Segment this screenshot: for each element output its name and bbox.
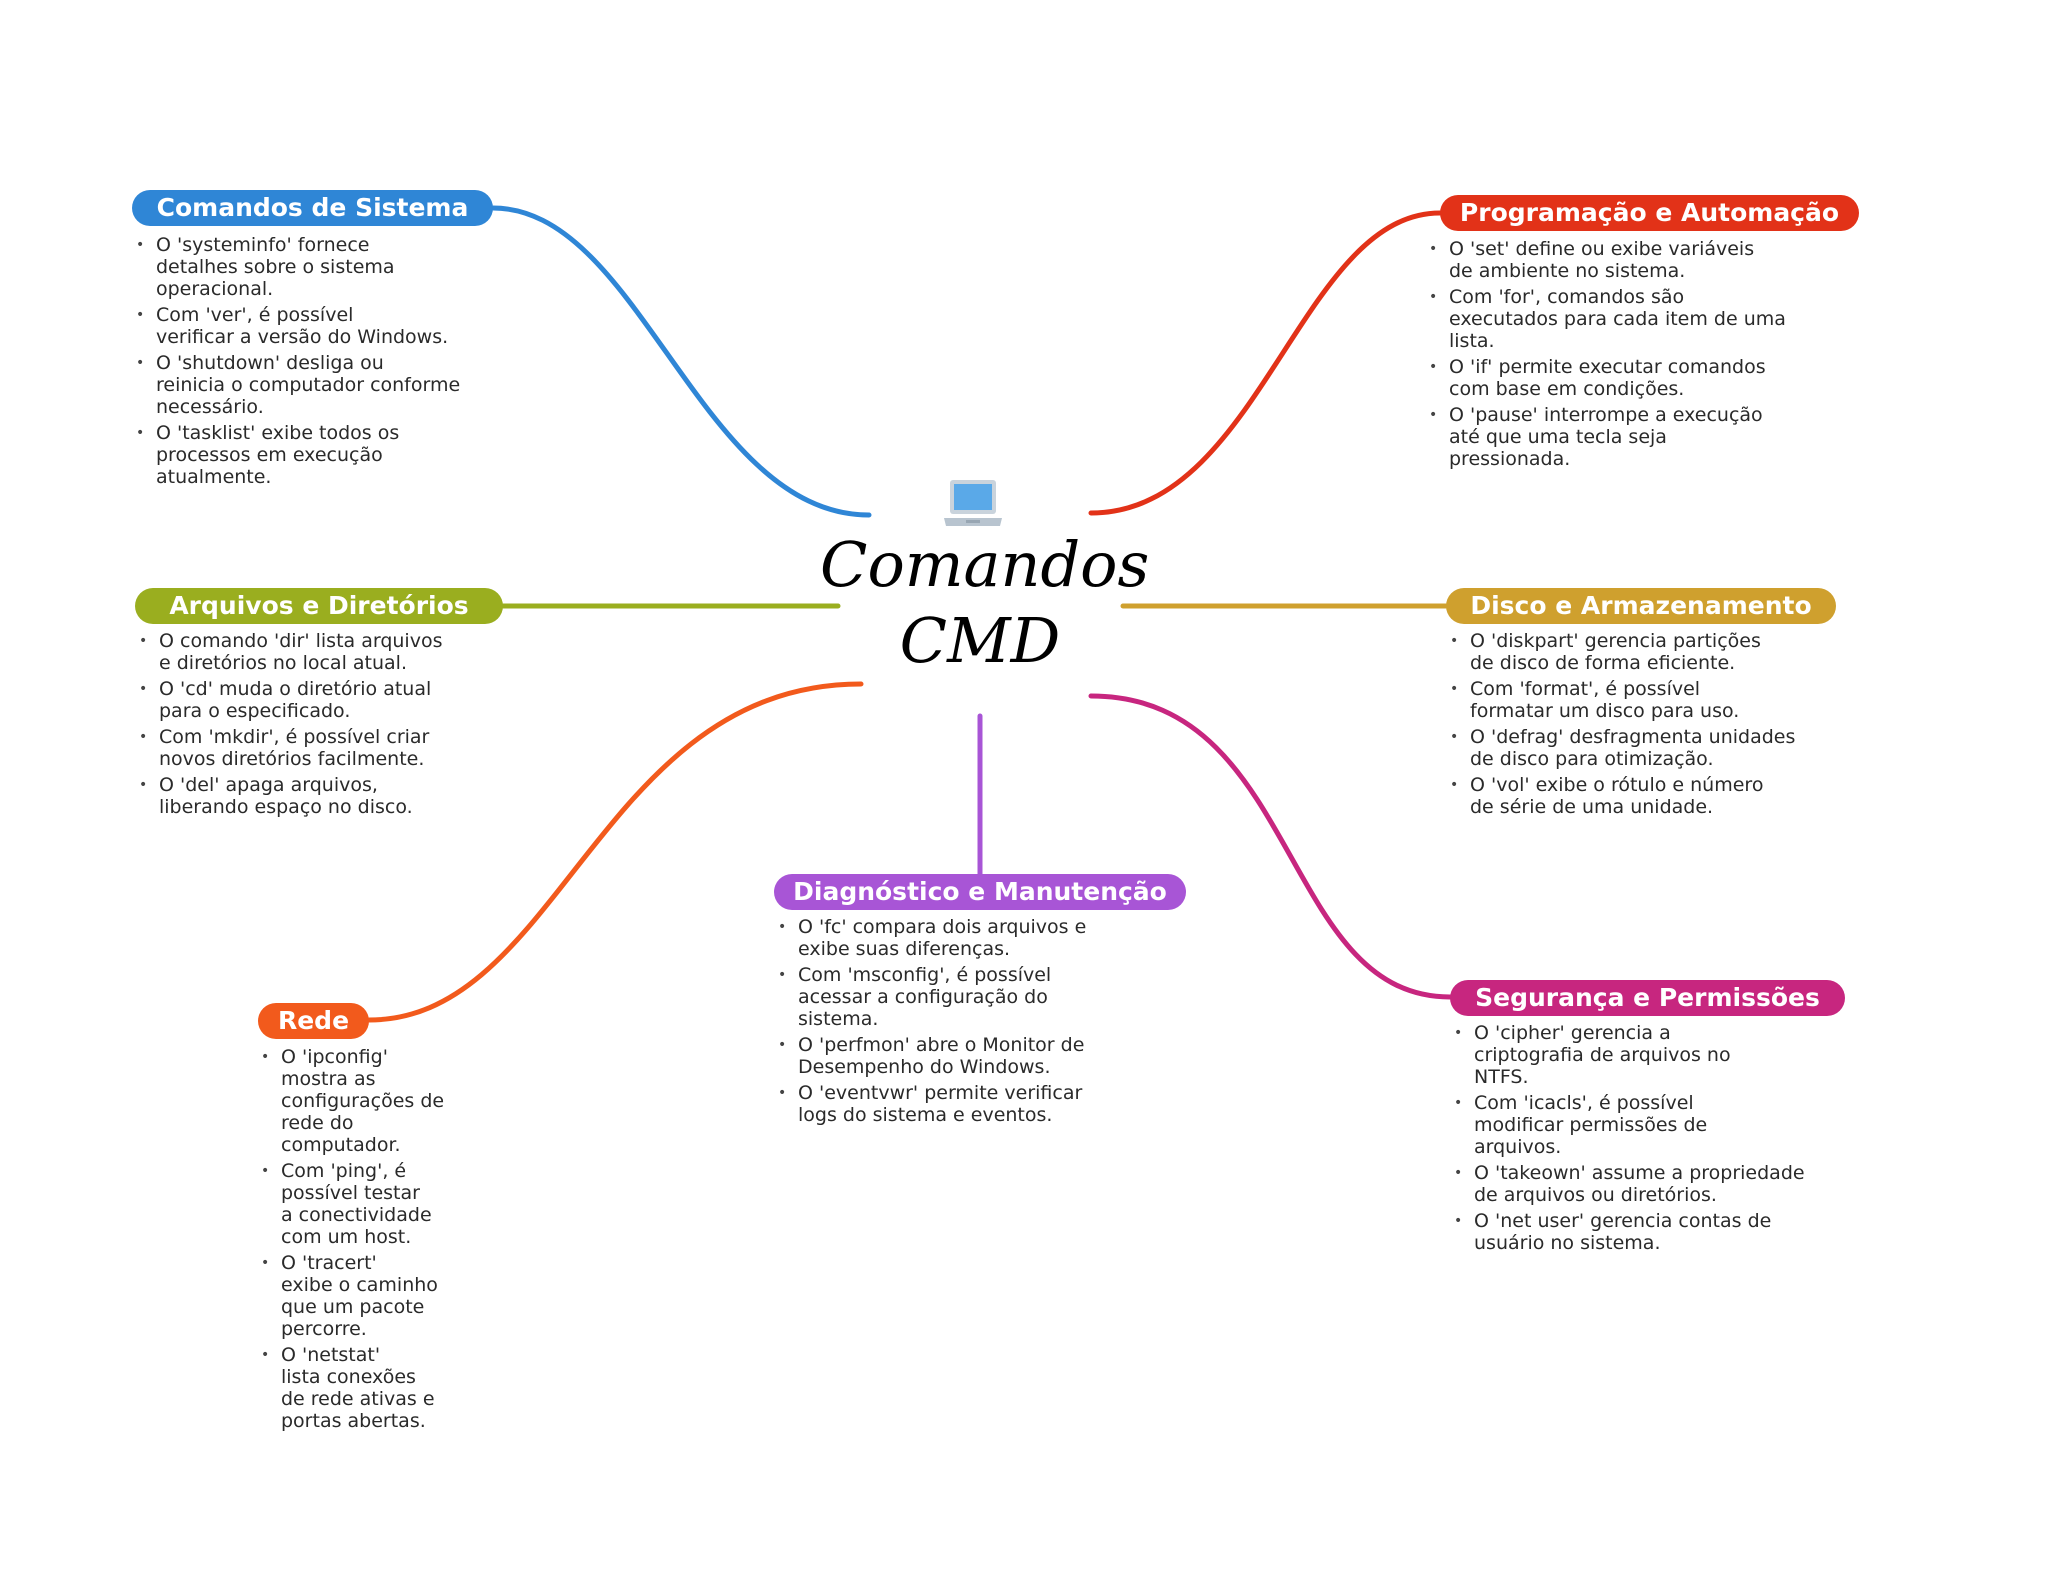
branch-rede-list: O 'ipconfig' mostra as configurações de …: [257, 1046, 444, 1436]
list-item: O 'diskpart' gerencia partições de disco…: [1446, 630, 1795, 674]
branch-arquivos-title[interactable]: Arquivos e Diretórios: [135, 588, 503, 624]
branch-rede-title[interactable]: Rede: [258, 1003, 369, 1039]
list-item: O 'set' define ou exibe variáveis de amb…: [1425, 238, 1786, 282]
branch-programacao-title[interactable]: Programação e Automação: [1440, 195, 1859, 231]
list-item: Com 'msconfig', é possível acessar a con…: [774, 964, 1086, 1030]
list-item: O 'vol' exibe o rótulo e número de série…: [1446, 774, 1795, 818]
link-seguranca: [1088, 693, 1453, 1000]
list-item: O 'systeminfo' fornece detalhes sobre o …: [132, 234, 460, 300]
branch-sistema-list: O 'systeminfo' fornece detalhes sobre o …: [132, 234, 460, 492]
list-item: Com 'icacls', é possível modificar permi…: [1450, 1092, 1805, 1158]
branch-disco-title[interactable]: Disco e Armazenamento: [1446, 588, 1836, 624]
branch-seguranca-list: O 'cipher' gerencia a criptografia de ar…: [1450, 1022, 1805, 1258]
list-item: O 'cd' muda o diretório atual para o esp…: [135, 678, 442, 722]
list-item: O 'eventvwr' permite verificar logs do s…: [774, 1082, 1086, 1126]
list-item: Com 'ping', é possível testar a conectiv…: [257, 1160, 444, 1248]
link-sistema: [490, 205, 872, 518]
list-item: O 'defrag' desfragmenta unidades de disc…: [1446, 726, 1795, 770]
list-item: O 'ipconfig' mostra as configurações de …: [257, 1046, 444, 1156]
list-item: O 'netstat' lista conexões de rede ativa…: [257, 1344, 444, 1432]
list-item: O 'del' apaga arquivos, liberando espaço…: [135, 774, 442, 818]
branch-disco-list: O 'diskpart' gerencia partições de disco…: [1446, 630, 1795, 822]
list-item: O comando 'dir' lista arquivos e diretór…: [135, 630, 442, 674]
link-rede: [366, 681, 864, 1023]
list-item: O 'tasklist' exibe todos os processos em…: [132, 422, 460, 488]
list-item: O 'tracert' exibe o caminho que um pacot…: [257, 1252, 444, 1340]
branch-programacao-list: O 'set' define ou exibe variáveis de amb…: [1425, 238, 1786, 474]
branch-arquivos-list: O comando 'dir' lista arquivos e diretór…: [135, 630, 442, 822]
list-item: O 'net user' gerencia contas de usuário …: [1450, 1210, 1805, 1254]
list-item: Com 'format', é possível formatar um dis…: [1446, 678, 1795, 722]
branch-diagnostico-list: O 'fc' compara dois arquivos e exibe sua…: [774, 916, 1086, 1130]
list-item: O 'if' permite executar comandos com bas…: [1425, 356, 1786, 400]
center-title-line1: Comandos: [820, 528, 1150, 601]
list-item: O 'fc' compara dois arquivos e exibe sua…: [774, 916, 1086, 960]
branch-seguranca-title[interactable]: Segurança e Permissões: [1450, 980, 1845, 1016]
branch-diagnostico-title[interactable]: Diagnóstico e Manutenção: [774, 874, 1186, 910]
list-item: Com 'mkdir', é possível criar novos dire…: [135, 726, 442, 770]
list-item: Com 'ver', é possível verificar a versão…: [132, 304, 460, 348]
list-item: O 'shutdown' desliga ou reinicia o compu…: [132, 352, 460, 418]
branch-sistema-title[interactable]: Comandos de Sistema: [132, 190, 493, 226]
list-item: O 'takeown' assume a propriedade de arqu…: [1450, 1162, 1805, 1206]
laptop-icon: [944, 480, 1002, 526]
list-item: O 'perfmon' abre o Monitor de Desempenho…: [774, 1034, 1086, 1078]
center-title-line2: CMD: [899, 604, 1061, 677]
link-programacao: [1088, 210, 1443, 516]
list-item: O 'cipher' gerencia a criptografia de ar…: [1450, 1022, 1805, 1088]
list-item: Com 'for', comandos são executados para …: [1425, 286, 1786, 352]
list-item: O 'pause' interrompe a execução até que …: [1425, 404, 1786, 470]
